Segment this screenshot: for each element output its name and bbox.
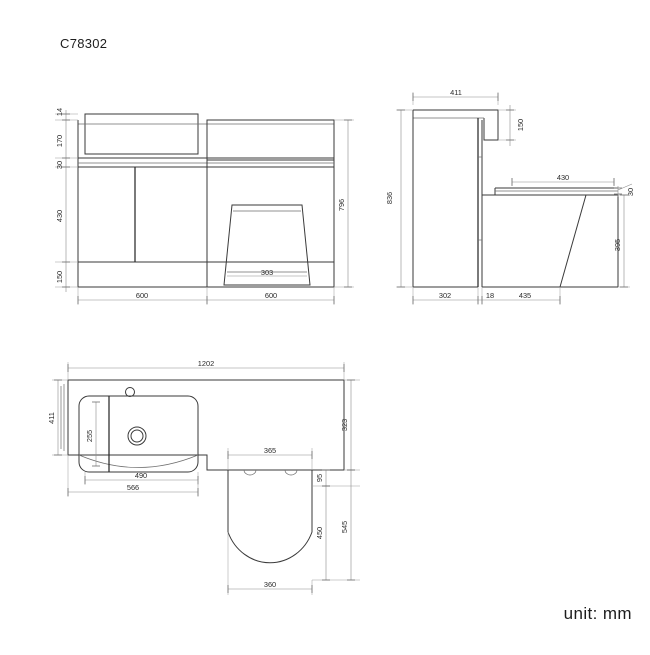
- dim-side-cabinet-depth: 302: [439, 291, 451, 300]
- dim-front-vanity-width: 600: [136, 291, 148, 300]
- dim-plan-basin-depth: 411: [47, 412, 56, 424]
- dim-front-wc-unit-width: 600: [265, 291, 277, 300]
- dim-front-drawer-height: 170: [55, 135, 64, 147]
- dim-front-overall-height: 796: [337, 199, 346, 211]
- dim-plan-worktop-depth: 323: [340, 419, 349, 431]
- front-right-dimensions: 796: [334, 119, 354, 288]
- dim-front-worktop-thickness: 30: [55, 161, 64, 169]
- side-geometry: [412, 109, 619, 288]
- plan-left-dimension: 411: [47, 379, 68, 456]
- dim-plan-seat-width: 360: [264, 580, 276, 589]
- front-elevation-view: 14 170 30 430 150 796: [55, 108, 354, 305]
- plan-bowl-depth-dimension: 255: [85, 401, 100, 467]
- side-pan-height-dimension: 395: [613, 194, 630, 288]
- side-shelf-dimension: 150: [498, 105, 525, 146]
- dim-plan-seat-length: 450: [315, 527, 324, 539]
- front-geometry: [77, 113, 335, 288]
- plan-view: 1202 411 255: [47, 359, 360, 595]
- dim-front-plinth-height: 150: [55, 271, 64, 283]
- front-bottom-dimensions: 600 600: [77, 287, 335, 305]
- dim-plan-seat-offset: 95: [315, 474, 324, 482]
- dim-plan-basin-width: 566: [127, 483, 139, 492]
- plan-right-dimensions: 323 545 95 450: [312, 379, 360, 581]
- dim-side-overall-height: 836: [385, 192, 394, 204]
- dim-plan-bowl-width: 490: [135, 471, 147, 480]
- dim-plan-bowl-depth: 255: [85, 430, 94, 442]
- dim-plan-overall-width: 1202: [198, 359, 214, 368]
- dim-side-seat-thickness: 30: [626, 188, 635, 196]
- side-overall-height-dimension: 836: [385, 109, 413, 288]
- side-elevation-view: 411 150 430: [385, 88, 635, 305]
- front-left-dimensions: 14 170 30 430 150: [55, 108, 78, 292]
- plan-wc-width-dimension: 365: [227, 446, 313, 470]
- side-seat-dimension: 430: [511, 173, 615, 186]
- dim-front-top-gap: 14: [55, 108, 64, 116]
- side-bottom-dimensions: 302 18 435: [412, 287, 561, 305]
- unit-note: unit: mm: [563, 604, 632, 623]
- plan-seat-width-dimension: 360: [227, 532, 313, 595]
- dim-side-seat-length: 430: [557, 173, 569, 182]
- plan-basin-width-dimension: 566: [67, 455, 199, 497]
- dim-side-pan-height: 395: [613, 239, 622, 251]
- dim-side-top-depth: 411: [450, 88, 462, 97]
- dim-plan-wc-unit-width: 365: [264, 446, 276, 455]
- plan-top-dimension: 1202: [67, 359, 345, 380]
- front-pan-dimension: 303: [227, 268, 307, 277]
- dim-plan-total-projection: 545: [340, 521, 349, 533]
- side-top-dimension: 411: [412, 88, 499, 105]
- page-title: C78302: [60, 36, 108, 51]
- dim-front-door-height: 430: [55, 210, 64, 222]
- dim-side-panel-thickness: 18: [486, 291, 494, 300]
- dim-side-pan-depth: 435: [519, 291, 531, 300]
- plan-geometry: [60, 379, 345, 564]
- plan-bowl-width-dimension: 490: [84, 471, 199, 485]
- dim-side-shelf-height: 150: [516, 119, 525, 131]
- dim-front-pan-base-width: 303: [261, 268, 273, 277]
